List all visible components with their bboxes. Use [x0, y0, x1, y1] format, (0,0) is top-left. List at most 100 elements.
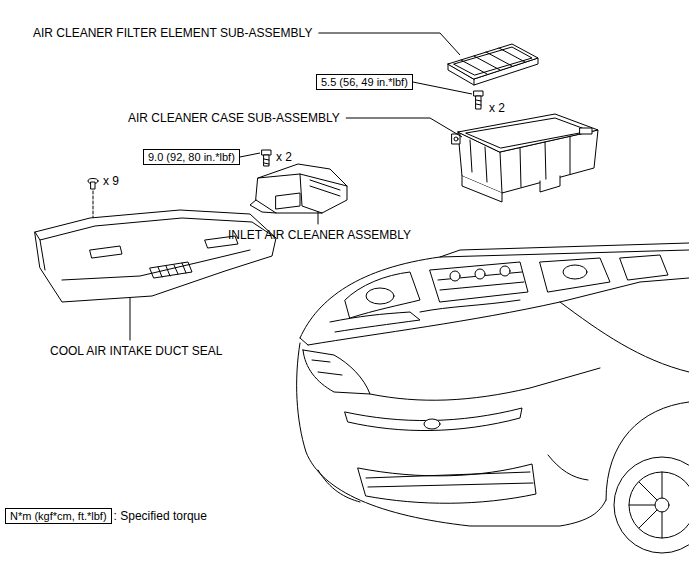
air-cleaner-case-part [485, 147, 487, 182]
bolt-part [264, 159, 269, 160]
inlet-air-cleaner-part [310, 186, 340, 196]
part-name: INLET AIR CLEANER ASSEMBLY [228, 228, 411, 242]
car-front-part [366, 288, 394, 304]
car-front-part [620, 255, 668, 280]
leader-line-part [130, 298, 131, 340]
car-front-part [358, 464, 536, 503]
leader-line [413, 82, 472, 94]
duct-seal-part [150, 262, 192, 278]
part-name: AIR CLEANER FILTER ELEMENT SUB-ASSEMBLY [33, 26, 312, 40]
car-front-part [345, 408, 522, 431]
air-cleaner-case-part [466, 118, 590, 148]
inlet-air-cleaner [250, 164, 347, 213]
air-cleaner-case-part [545, 142, 546, 181]
bolt-part [264, 163, 269, 164]
torque-value: 5.5 (56, 49 in.*lbf) [321, 75, 408, 89]
torque-value: 9.0 (92, 80 in.*lbf) [148, 150, 235, 164]
car-front-part [300, 250, 689, 338]
quantity: x 2 [489, 101, 505, 115]
air-cleaner-case-part [500, 152, 502, 193]
duct-seal [35, 210, 276, 302]
inlet-air-cleaner-part [250, 200, 276, 213]
car-front-part [312, 360, 342, 375]
car-front-part [440, 243, 689, 257]
bolt [474, 91, 483, 109]
filter-element-part [499, 48, 525, 62]
duct-seal-part [40, 240, 45, 270]
bolt-part [476, 96, 481, 109]
filter-element-part [448, 44, 538, 79]
inlet-air-cleaner-part [258, 174, 347, 186]
bolt-part [262, 150, 271, 155]
torque-legend-box: N*m (kgf*cm, ft.*lbf) [5, 508, 112, 524]
filter-element-part [454, 47, 532, 75]
car-front-part [560, 302, 689, 372]
duct-seal-part [62, 250, 250, 280]
filter-element-part [474, 79, 475, 85]
duct-seal-part [35, 210, 276, 302]
clip-part [93, 191, 94, 220]
car-front-part [318, 470, 360, 502]
car-front-part [303, 350, 370, 394]
bolt-part [476, 104, 481, 105]
car-front-part [345, 272, 420, 318]
air-cleaner-case [452, 114, 598, 202]
car-front-part [297, 343, 606, 526]
duct-seal-part [182, 263, 186, 273]
leader-line [240, 153, 260, 157]
car-front-part [450, 271, 460, 281]
duct-seal-part [90, 246, 122, 258]
inlet-air-cleaner-part [276, 193, 300, 209]
car-front-part [500, 266, 510, 276]
quantity: x 9 [103, 174, 119, 188]
car-front-part [629, 472, 689, 538]
air-cleaner-case-part [470, 140, 472, 172]
duct-seal-part [174, 265, 178, 274]
part-name: AIR CLEANER CASE SUB-ASSEMBLY [128, 111, 340, 125]
leader-line [346, 118, 462, 137]
bolt [262, 150, 271, 166]
filter-element-part [461, 60, 487, 74]
clip-part [91, 182, 95, 189]
bolt-part [476, 100, 481, 101]
torque-box: 5.5 (56, 49 in.*lbf) [316, 74, 413, 90]
car-front-part [548, 455, 588, 480]
air-cleaner-case-part [520, 148, 521, 187]
air-cleaner-case-part [580, 128, 592, 134]
leader-line [318, 33, 460, 55]
air-cleaner-case-part [570, 136, 571, 174]
car-front-part [540, 258, 610, 292]
car-front-part [370, 368, 600, 400]
car-front-part [475, 269, 485, 279]
legend-text: : Specified torque [114, 509, 207, 523]
car-front-part [366, 472, 533, 487]
filter-element-part [474, 56, 500, 70]
filter-element [448, 44, 538, 85]
filter-element-part [486, 52, 512, 66]
car-front-part [300, 338, 308, 345]
air-cleaner-case-part [458, 114, 598, 152]
car-front-part [430, 262, 528, 302]
air-cleaner-case-part [454, 137, 458, 141]
duct-seal-part [166, 266, 170, 276]
car-front [297, 243, 689, 553]
car-front-part [420, 300, 520, 312]
car-front-part [563, 265, 587, 279]
bolt-part [474, 91, 483, 96]
torque-value: N*m (kgf*cm, ft.*lbf) [10, 509, 107, 523]
car-front-part [614, 457, 689, 553]
air-cleaner-case-part [462, 176, 502, 202]
bolt-part [264, 155, 269, 166]
inlet-air-cleaner-part [256, 164, 347, 213]
air-cleaner-case-part [540, 176, 560, 192]
duct-seal-part [158, 267, 162, 277]
car-front-part [330, 312, 420, 332]
inlet-air-cleaner-part [310, 180, 340, 190]
clip [88, 179, 98, 221]
part-name: COOL AIR INTAKE DUCT SEAL [50, 344, 223, 358]
torque-box: 9.0 (92, 80 in.*lbf) [143, 149, 240, 165]
car-front-part [629, 472, 662, 538]
car-front-part [424, 419, 440, 429]
quantity: x 2 [276, 150, 292, 164]
